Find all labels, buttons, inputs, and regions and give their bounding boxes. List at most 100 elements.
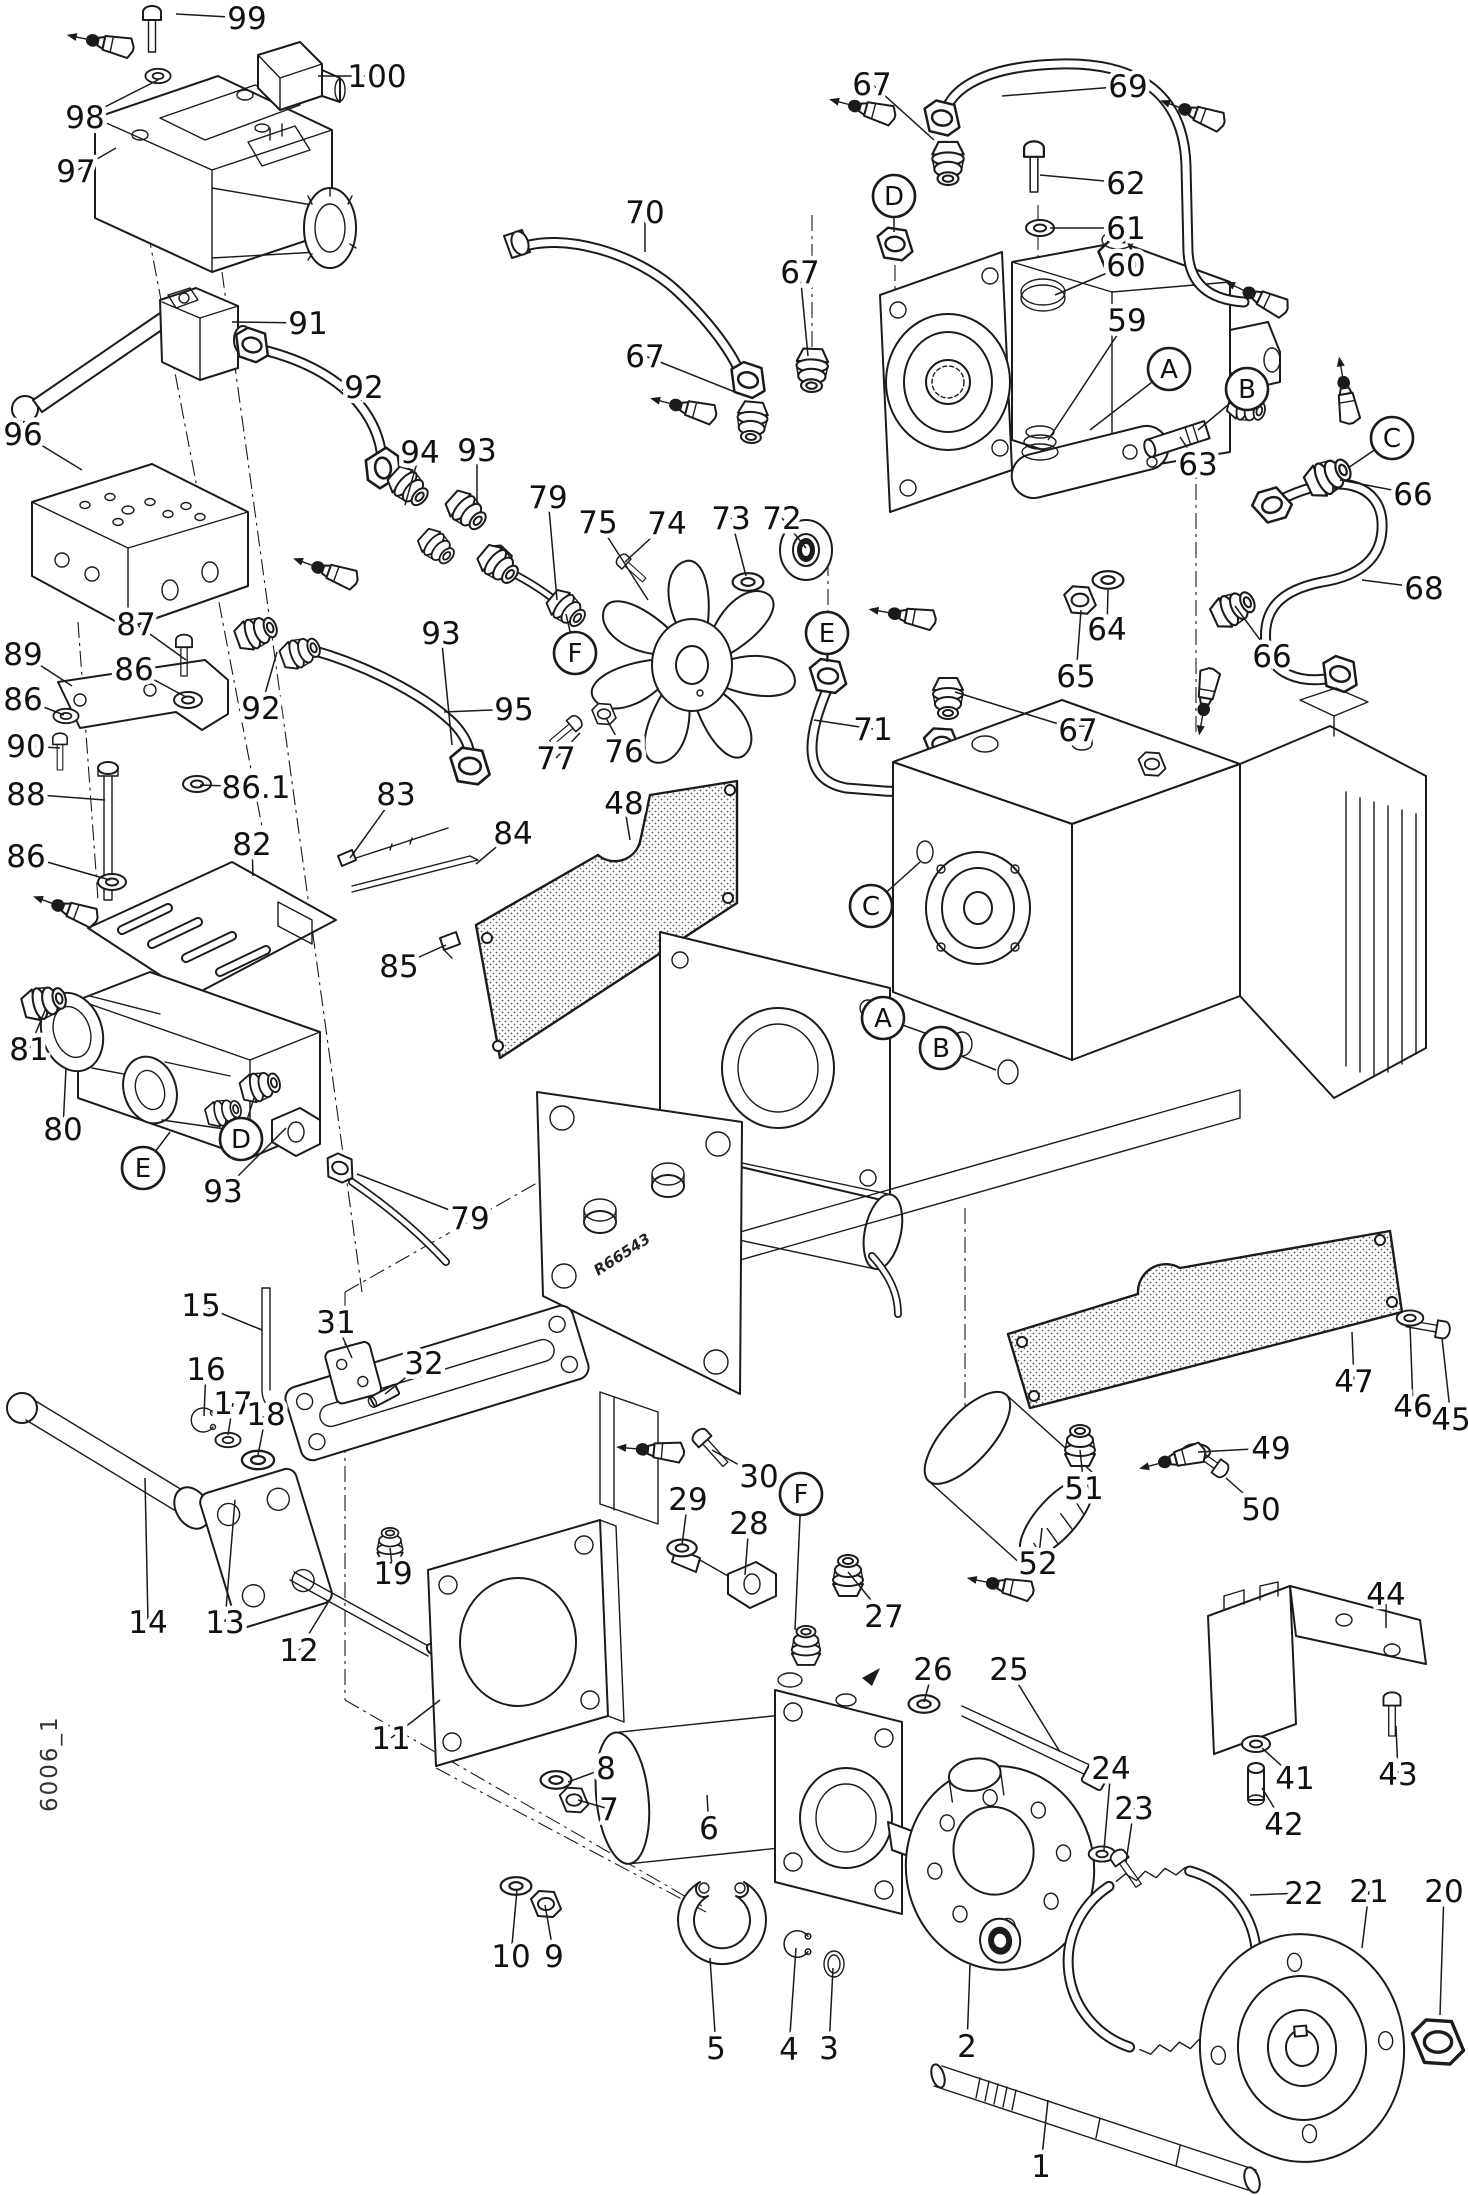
part-label-41: 41 <box>1275 1761 1314 1797</box>
fitting-51-icon <box>1064 1424 1096 1467</box>
motor-6 <box>499 1425 1114 1918</box>
fitting-92-icon <box>276 631 325 674</box>
sensor-15 <box>261 1287 275 1423</box>
leader-line <box>22 433 83 471</box>
leader-line <box>828 1967 834 2049</box>
part-label-73: 73 <box>711 501 750 537</box>
part-label-67: 67 <box>1058 713 1097 749</box>
part-label-21: 21 <box>1349 1874 1388 1910</box>
hose-92 <box>229 324 405 492</box>
leader-line <box>257 1413 267 1456</box>
washer-86-icon <box>97 873 127 891</box>
bolt-30-icon <box>688 1425 733 1471</box>
disc-2 <box>904 1757 1096 1971</box>
leader-line <box>133 668 187 698</box>
leader-line <box>510 1889 518 1957</box>
grease-tube-icon <box>63 24 137 60</box>
part-label-88: 88 <box>6 777 45 813</box>
fitting-67-icon <box>794 347 830 394</box>
leader-line <box>231 321 309 324</box>
part-label-51: 51 <box>1064 1471 1103 1507</box>
letter-label-B: B <box>1238 375 1256 405</box>
leader-line <box>1075 609 1082 677</box>
leader-line <box>475 832 514 865</box>
coupling-72 <box>779 519 833 581</box>
leader-line <box>1234 605 1273 657</box>
part-label-29: 29 <box>668 1482 707 1518</box>
spacer-42 <box>1247 1762 1265 1806</box>
pin-32 <box>367 1383 401 1408</box>
part-label-86: 86 <box>6 839 45 875</box>
leader-line <box>597 521 649 601</box>
pin-63 <box>1143 420 1211 458</box>
part-label-52: 52 <box>1018 1546 1057 1582</box>
manifold-96 <box>31 463 249 629</box>
leader-line <box>1361 1890 1370 1949</box>
leader-line <box>199 784 257 788</box>
leader-line <box>1395 1725 1399 1775</box>
bracket-44 <box>1207 1581 1427 1755</box>
washer-64-icon <box>1091 570 1125 590</box>
washer-8-icon <box>539 1770 573 1790</box>
part-label-65: 65 <box>1056 659 1095 695</box>
letter-label-F: F <box>794 1480 809 1510</box>
part-label-9: 9 <box>544 1939 564 1975</box>
leader-line <box>389 1547 394 1574</box>
washer-41-icon <box>1241 1735 1271 1753</box>
leader-line <box>404 451 421 506</box>
part-label-13: 13 <box>205 1605 244 1641</box>
letter-circle-B <box>918 1025 964 1071</box>
part-label-28: 28 <box>729 1506 768 1542</box>
part-label-67: 67 <box>625 339 664 375</box>
leader-line <box>1001 85 1129 97</box>
leader-line <box>1054 264 1127 296</box>
part-label-16: 16 <box>186 1352 225 1388</box>
part-label-50: 50 <box>1241 1492 1280 1528</box>
leader-line <box>1125 1807 1135 1863</box>
fitting-67-icon <box>932 677 964 720</box>
part-label-66: 66 <box>1393 477 1432 513</box>
leader-line <box>788 1947 797 2050</box>
leader-line <box>135 623 187 661</box>
leader-line <box>175 13 248 19</box>
leader-line <box>1261 1747 1296 1779</box>
leader-line <box>1039 174 1127 184</box>
part-label-27: 27 <box>864 1599 903 1635</box>
part-label-95: 95 <box>494 692 533 728</box>
leader-line <box>349 793 397 859</box>
part-label-94: 94 <box>400 435 439 471</box>
part-label-84: 84 <box>493 816 532 852</box>
drawing-code: 6006_1 <box>37 1715 63 1812</box>
leader-line <box>1047 319 1128 441</box>
leader-line <box>75 147 117 172</box>
nut-65-icon <box>1063 585 1097 615</box>
leader-line <box>711 1449 760 1477</box>
part-label-19: 19 <box>373 1556 412 1592</box>
part-label-77: 77 <box>536 741 575 777</box>
letter-circle-A <box>1146 346 1192 392</box>
filter-52 <box>923 1390 1097 1562</box>
leader-line <box>681 1498 689 1546</box>
leader-line <box>1361 579 1425 589</box>
part-label-12: 12 <box>279 1633 318 1669</box>
oring-60 <box>1020 278 1066 312</box>
drum-21 <box>1198 1933 1406 2163</box>
leader-line <box>623 802 631 841</box>
leader-line <box>1197 1447 1272 1453</box>
part-label-6: 6 <box>699 1811 719 1847</box>
circlip-4-icon <box>783 1930 812 1958</box>
part-label-48: 48 <box>604 786 643 822</box>
grease-tube-icon <box>1135 1440 1209 1480</box>
leader-line <box>28 1007 47 1050</box>
leader-line <box>709 1957 717 2049</box>
part-label-82: 82 <box>232 827 271 863</box>
letter-label-A: A <box>1160 355 1178 385</box>
leader-line <box>781 517 807 549</box>
part-label-93: 93 <box>421 616 460 652</box>
leader-line <box>222 1127 287 1192</box>
part-label-61: 61 <box>1106 211 1145 247</box>
part-label-100: 100 <box>347 59 406 95</box>
